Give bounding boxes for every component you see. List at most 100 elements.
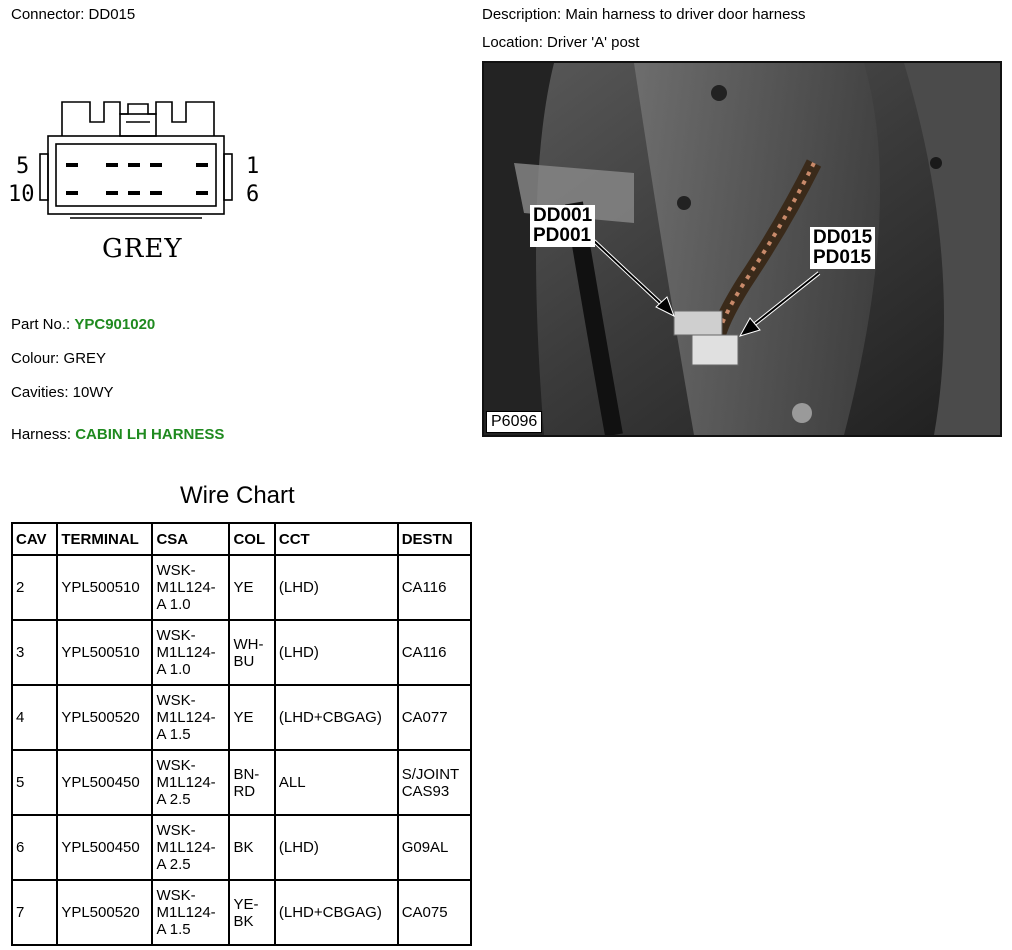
cell-cav: 6: [10, 814, 59, 881]
pin-number-left-bottom: 10: [8, 182, 35, 207]
cell-csa-line: M1L124-: [156, 579, 216, 596]
cell-col-line: BK: [233, 839, 254, 856]
cell-terminal: YPL500510: [56, 619, 154, 686]
callout-left-line1: DD001: [533, 205, 593, 226]
description-label: Description: Main harness to driver door…: [482, 6, 806, 23]
cell-csa-line: WSK-: [156, 562, 196, 579]
callout-right-line1: DD015: [813, 227, 873, 248]
header-terminal: TERMINAL: [56, 522, 154, 556]
cell-cct: (LHD): [273, 619, 399, 686]
colour-label: Colour: GREY: [11, 350, 107, 367]
cell-col: YE: [228, 684, 276, 751]
cell-col: YE: [228, 554, 276, 621]
cell-destn-line: CA116: [401, 644, 447, 661]
header-col: COL: [228, 522, 276, 556]
cell-csa-line: WSK-: [156, 692, 196, 709]
cell-csa: WSK-M1L124-A 1.5: [151, 684, 231, 751]
cell-csa-line: M1L124-: [156, 904, 216, 921]
cell-destn-line: G09AL: [401, 839, 449, 856]
cell-cct: (LHD): [273, 814, 399, 881]
cell-cct: (LHD+CBGAG): [273, 879, 399, 946]
cell-csa-line: M1L124-: [156, 774, 216, 791]
cell-cav: 7: [10, 879, 59, 946]
cell-col: WH-BU: [228, 619, 276, 686]
harness-label: Harness:: [11, 426, 72, 443]
cell-cct: ALL: [273, 749, 399, 816]
cell-terminal: YPL500450: [56, 814, 154, 881]
wire-chart-title: Wire Chart: [180, 482, 295, 509]
cell-cav: 3: [10, 619, 59, 686]
pin-number-right-top: 1: [246, 154, 260, 179]
cell-destn-line: CA116: [401, 579, 447, 596]
cell-destn-line: CA075: [401, 904, 448, 921]
cell-csa: WSK-M1L124-A 1.0: [151, 619, 231, 686]
cell-cct: (LHD+CBGAG): [273, 684, 399, 751]
cell-destn: CA075: [396, 879, 473, 946]
cell-col-line: YE: [233, 579, 254, 596]
cell-csa-line: A 2.5: [156, 856, 191, 873]
cell-csa: WSK-M1L124-A 2.5: [151, 814, 231, 881]
cell-csa-line: M1L124-: [156, 839, 216, 856]
cell-cav: 4: [10, 684, 59, 751]
cell-terminal: YPL500520: [56, 684, 154, 751]
cell-destn: CA077: [396, 684, 473, 751]
colour-caption: GREY: [102, 234, 183, 264]
cell-cav: 5: [10, 749, 59, 816]
cell-destn: CA116: [396, 554, 473, 621]
part-number-label: Part No.:: [11, 316, 71, 333]
cell-csa: WSK-M1L124-A 1.5: [151, 879, 231, 946]
wire-chart-header-row: CAV TERMINAL CSA COL CCT DESTN: [10, 522, 473, 556]
cell-terminal: YPL500510: [56, 554, 154, 621]
cell-col-line: BK: [233, 912, 254, 930]
cell-csa-line: A 1.0: [156, 596, 191, 613]
callout-left-line2: PD001: [533, 225, 592, 246]
cell-col-line: YE-: [233, 895, 259, 913]
cell-csa-line: A 1.5: [156, 921, 191, 938]
harness-row: Harness: CABIN LH HARNESS: [11, 426, 224, 444]
location-photo: DD001 PD001 DD015 PD015 P6096: [482, 61, 1002, 437]
cell-destn: CA116: [396, 619, 473, 686]
header-destn: DESTN: [396, 522, 473, 556]
cell-cct: (LHD): [273, 554, 399, 621]
location-label: Location: Driver 'A' post: [482, 34, 640, 51]
cell-csa-line: M1L124-: [156, 644, 216, 661]
cell-csa: WSK-M1L124-A 1.0: [151, 554, 231, 621]
cell-csa-line: WSK-: [156, 822, 196, 839]
connector-label: Connector: DD015: [11, 6, 136, 23]
cell-col-line: YE: [233, 709, 254, 726]
cell-csa-line: M1L124-: [156, 709, 216, 726]
cell-destn-line: CAS93: [401, 782, 450, 800]
connector-outline-icon: [39, 101, 233, 219]
cell-col-line: RD: [233, 782, 256, 800]
photo-callout-left: DD001 PD001: [530, 205, 596, 247]
cell-col: BK: [228, 814, 276, 881]
photo-illustration: [484, 63, 1000, 435]
cell-csa-line: A 1.0: [156, 661, 191, 678]
harness-value: CABIN LH HARNESS: [75, 426, 225, 443]
photo-id: P6096: [486, 411, 543, 433]
pin-number-right-bottom: 6: [246, 182, 260, 207]
cell-terminal: YPL500450: [56, 749, 154, 816]
cell-cav: 2: [10, 554, 59, 621]
cell-col: BN-RD: [228, 749, 276, 816]
part-number-value: YPC901020: [74, 316, 156, 333]
cell-csa-line: WSK-: [156, 627, 196, 644]
cell-csa-line: A 2.5: [156, 791, 191, 808]
cavities-label: Cavities: 10WY: [11, 384, 114, 401]
connector-diagram: 5 10 1 6 GREY: [8, 90, 270, 280]
cell-csa: WSK-M1L124-A 2.5: [151, 749, 231, 816]
header-cct: CCT: [273, 522, 399, 556]
cell-col: YE-BK: [228, 879, 276, 946]
photo-callout-right: DD015 PD015: [810, 227, 876, 269]
part-number-row: Part No.: YPC901020: [11, 316, 155, 334]
cell-terminal: YPL500520: [56, 879, 154, 946]
cell-destn: G09AL: [396, 814, 473, 881]
cell-csa-line: WSK-: [156, 757, 196, 774]
